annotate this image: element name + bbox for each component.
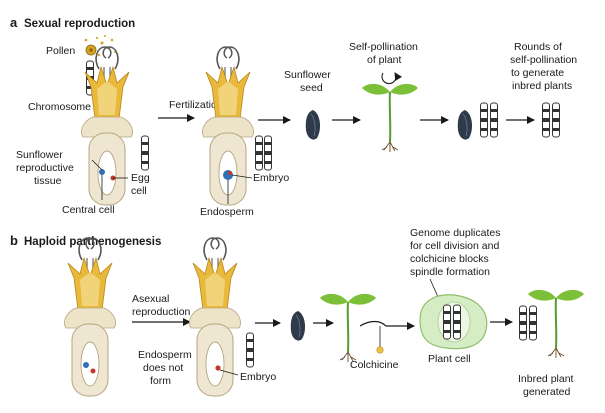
chromosome-icon [542, 102, 550, 138]
panel-a-letter: a [10, 15, 18, 30]
chromosome-icon [552, 102, 560, 138]
sunflower-seed-label: Sunflower seed [284, 69, 334, 94]
seed-icon [457, 109, 473, 140]
panel-b-letter: b [10, 233, 18, 248]
self-pollination-cycle-icon [381, 72, 403, 85]
egg-cell-icon [90, 368, 96, 374]
chromosome-icon [453, 304, 461, 340]
tissue-pointer [91, 159, 103, 171]
chromosome-icon [480, 102, 488, 138]
rounds-label: Rounds of self-pollination to generate i… [510, 41, 580, 92]
chromosome-icon [443, 304, 451, 340]
embryo-label-b: Embryo [240, 371, 276, 383]
embryo-label: Embryo [253, 172, 289, 184]
colchicine-arrow [359, 320, 415, 330]
chromosome-icon [529, 305, 537, 341]
flower-haploid-2 [188, 237, 242, 397]
asexual-label: Asexual reproduction [132, 293, 191, 318]
plant-cell-label: Plant cell [428, 353, 471, 365]
central-cell-icon [83, 362, 89, 368]
central-cell-icon [99, 169, 105, 175]
pollen-icon [84, 35, 116, 57]
embryo-cell-icon [228, 171, 232, 175]
egg-cell-label: Egg cell [131, 172, 153, 197]
panel-a-title: Sexual reproduction [24, 18, 135, 30]
chromosome-icon [255, 135, 263, 171]
central-cell-label: Central cell [62, 204, 115, 216]
colchicine-icon [376, 346, 384, 354]
seedling-b [319, 292, 377, 363]
inbred-label: Inbred plant generated [518, 373, 576, 398]
embryo-pointer [231, 174, 253, 179]
seed-icon-b [290, 310, 306, 341]
seed-icon [305, 109, 321, 140]
flower-haploid-1 [63, 237, 117, 397]
pollen-label: Pollen [46, 45, 75, 57]
embryo-cell-icon [215, 365, 221, 371]
self-pollination-label: Self-pollination of plant [349, 41, 421, 66]
embryo-pointer [219, 369, 239, 376]
fertilization-label: Fertilization [169, 99, 223, 111]
chromosome-icon [246, 332, 254, 368]
colchicine-label: Colchicine [350, 359, 399, 371]
chromosome-label: Chromosome [28, 101, 91, 113]
endosperm-not-label: Endosperm does not form [138, 349, 195, 387]
endosperm-label: Endosperm [200, 206, 254, 218]
seedling-a [361, 82, 419, 153]
chromosome-icon [490, 102, 498, 138]
chromosome-icon [264, 135, 272, 171]
embryo-endosperm-icon [223, 170, 233, 180]
chromosome-icon [519, 305, 527, 341]
genome-dup-label: Genome duplicates for cell division and … [410, 227, 503, 278]
chromosome-icon [141, 135, 149, 171]
tissue-label: Sunflower reproductive tissue [16, 149, 77, 187]
